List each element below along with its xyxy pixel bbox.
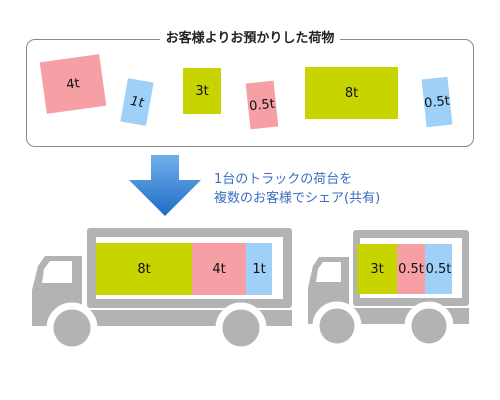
truck-small-front-wheel (312, 301, 362, 351)
cargo-0-5t-a: 0.5t (245, 80, 279, 130)
cargo-8t: 8t (305, 67, 398, 119)
cargo-4t: 4t (39, 54, 107, 114)
load-0-5t-b: 0.5t (425, 244, 452, 294)
cargo-0-5t-b: 0.5t (421, 76, 453, 128)
load-4t: 4t (192, 243, 246, 295)
truck-large-load: 8t 4t 1t (96, 243, 272, 295)
panel-title: お客様よりお預かりした荷物 (0, 30, 500, 48)
truck-small-rear-wheel (404, 301, 454, 351)
load-1t: 1t (246, 243, 272, 295)
truck-small-load: 3t 0.5t 0.5t (357, 244, 452, 294)
load-0-5t-a: 0.5t (397, 244, 425, 294)
sharing-caption: 1台のトラックの荷台を 複数のお客様でシェア(共有) (214, 172, 381, 206)
truck-large-front-wheel (46, 302, 98, 354)
load-8t: 8t (96, 243, 192, 295)
truck-large-rear-wheel (215, 302, 267, 354)
down-arrow-icon (129, 155, 201, 216)
load-3t: 3t (357, 244, 397, 294)
cargo-3t: 3t (183, 68, 221, 114)
